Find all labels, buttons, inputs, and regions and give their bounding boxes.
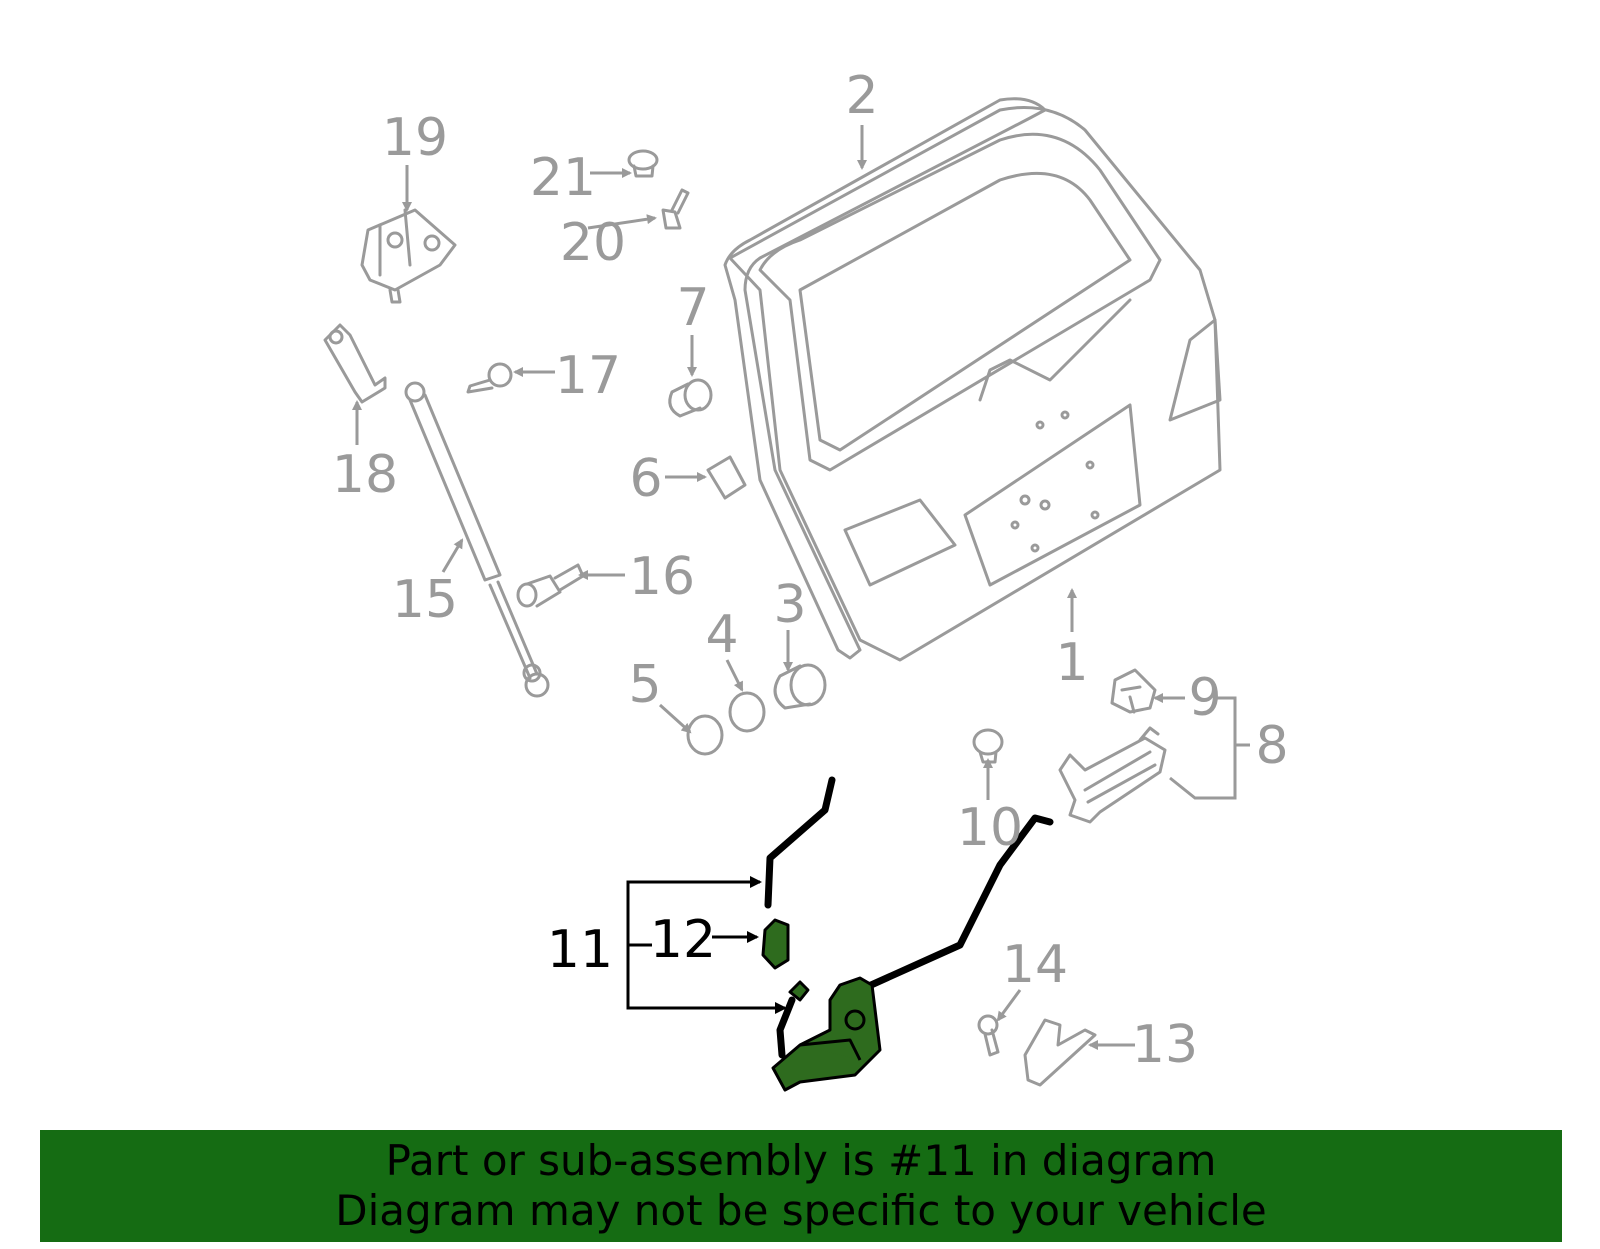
callout-numbers: 2 1 3 4 5 6 7 9 8 10 14 13 15 16 17 18 1…	[332, 66, 1289, 1075]
screw	[466, 362, 513, 394]
callout-13: 13	[1132, 1015, 1198, 1075]
cushion-bumper	[773, 663, 827, 710]
cap-12-highlighted	[761, 918, 790, 970]
bumper-stop	[516, 563, 585, 608]
handle-assembly	[1058, 726, 1167, 824]
leader-lines-highlighted	[626, 876, 787, 1014]
callout-1: 1	[1055, 633, 1088, 693]
bolt-14	[977, 1014, 1000, 1057]
callout-11: 11	[547, 920, 613, 980]
ring-5	[686, 714, 724, 756]
cushion-block	[706, 455, 747, 500]
callout-18: 18	[332, 445, 398, 505]
grommet	[668, 378, 713, 418]
callout-3: 3	[773, 575, 806, 635]
switch	[1110, 668, 1157, 714]
banner-line-1: Part or sub-assembly is #11 in diagram	[385, 1136, 1217, 1185]
hinge	[360, 208, 457, 304]
callout-7: 7	[676, 278, 709, 338]
callout-6: 6	[629, 449, 662, 509]
callout-15: 15	[392, 570, 458, 630]
callout-19: 19	[382, 108, 448, 168]
info-banner: Part or sub-assembly is #11 in diagram D…	[40, 1130, 1562, 1242]
nut	[972, 728, 1004, 764]
callout-12: 12	[650, 910, 716, 970]
callout-2: 2	[845, 66, 878, 126]
callout-21: 21	[530, 148, 596, 208]
striker	[1023, 1018, 1097, 1087]
bolt	[661, 188, 690, 230]
callout-14: 14	[1002, 935, 1068, 995]
banner-line-2: Diagram may not be specific to your vehi…	[335, 1186, 1267, 1235]
weatherstrip	[723, 97, 1047, 660]
latch-assembly-highlighted	[764, 776, 1054, 1092]
callout-8: 8	[1255, 716, 1288, 776]
callout-4: 4	[705, 605, 738, 665]
callout-9: 9	[1188, 668, 1221, 728]
ring-4	[728, 691, 766, 733]
callout-5: 5	[628, 655, 661, 715]
callout-10: 10	[957, 798, 1023, 858]
leader-lines	[352, 125, 1250, 1050]
callout-20: 20	[560, 213, 626, 273]
clip	[627, 149, 659, 178]
liftgate-panel	[728, 106, 1222, 662]
callout-17: 17	[555, 346, 621, 406]
gas-strut	[404, 381, 550, 698]
callout-16: 16	[629, 547, 695, 607]
strut-bracket	[323, 323, 387, 404]
